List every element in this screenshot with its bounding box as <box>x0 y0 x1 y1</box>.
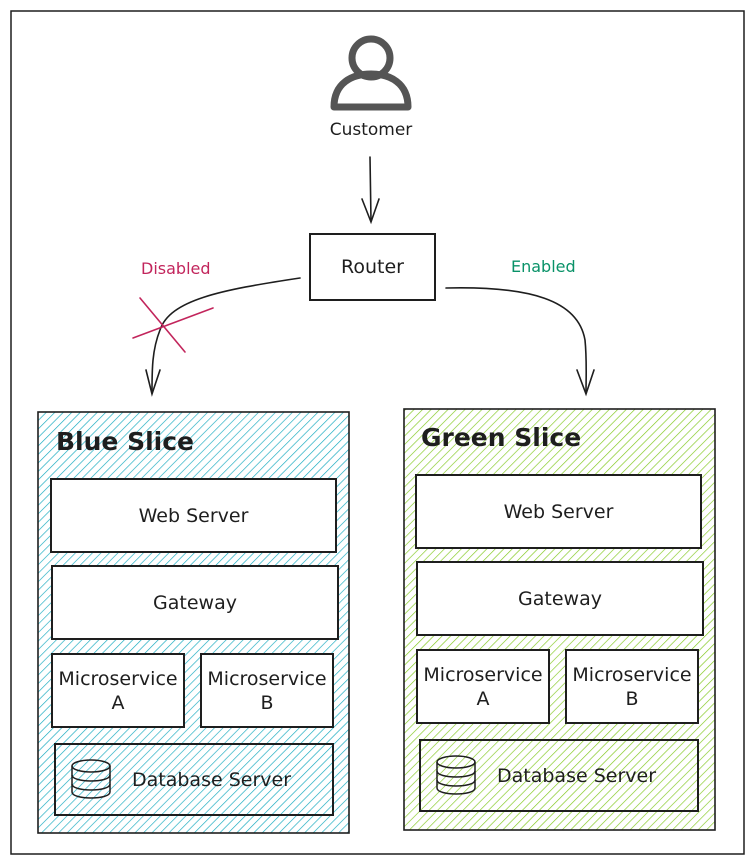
enabled-route-arrow <box>445 287 595 397</box>
microservice-a-id: A <box>111 691 125 714</box>
disabled-route-arrow <box>145 277 301 397</box>
customer-label: Customer <box>329 120 413 140</box>
gateway-label: Gateway <box>153 591 237 614</box>
blue-slice-title: Blue Slice <box>56 427 195 456</box>
gateway-box: Gateway <box>51 565 339 640</box>
outer-frame <box>10 10 745 855</box>
user-icon <box>330 35 412 111</box>
database-server-box <box>419 739 699 812</box>
web-server-label: Web Server <box>503 500 614 523</box>
microservice-b-label: Microservice <box>207 667 327 690</box>
web-server-box: Web Server <box>415 474 702 549</box>
microservice-b-id: B <box>260 691 274 714</box>
enabled-label: Enabled <box>511 257 576 276</box>
microservice-a-label: Microservice <box>58 667 178 690</box>
green-slice-title: Green Slice <box>421 423 582 452</box>
microservice-b-label: Microservice <box>572 663 692 686</box>
microservice-b-box: Microservice B <box>200 653 334 728</box>
database-icon <box>436 755 476 795</box>
disabled-label: Disabled <box>141 259 211 278</box>
microservice-a-box: Microservice A <box>51 653 185 728</box>
router-box: Router <box>309 233 436 301</box>
disabled-cross-icon <box>132 297 214 353</box>
database-server-label: Database Server <box>497 765 657 787</box>
web-server-box: Web Server <box>50 478 337 553</box>
router-label: Router <box>341 256 404 278</box>
web-server-label: Web Server <box>138 504 249 527</box>
microservice-a-label: Microservice <box>423 663 543 686</box>
microservice-b-box: Microservice B <box>565 649 699 724</box>
customer-to-router-arrow <box>361 156 380 225</box>
database-server-label: Database Server <box>132 769 292 791</box>
microservice-b-id: B <box>625 687 639 710</box>
database-server-box <box>54 743 334 816</box>
gateway-box: Gateway <box>416 561 704 636</box>
microservice-a-box: Microservice A <box>416 649 550 724</box>
gateway-label: Gateway <box>518 587 602 610</box>
database-icon <box>71 759 111 799</box>
microservice-a-id: A <box>476 687 490 710</box>
